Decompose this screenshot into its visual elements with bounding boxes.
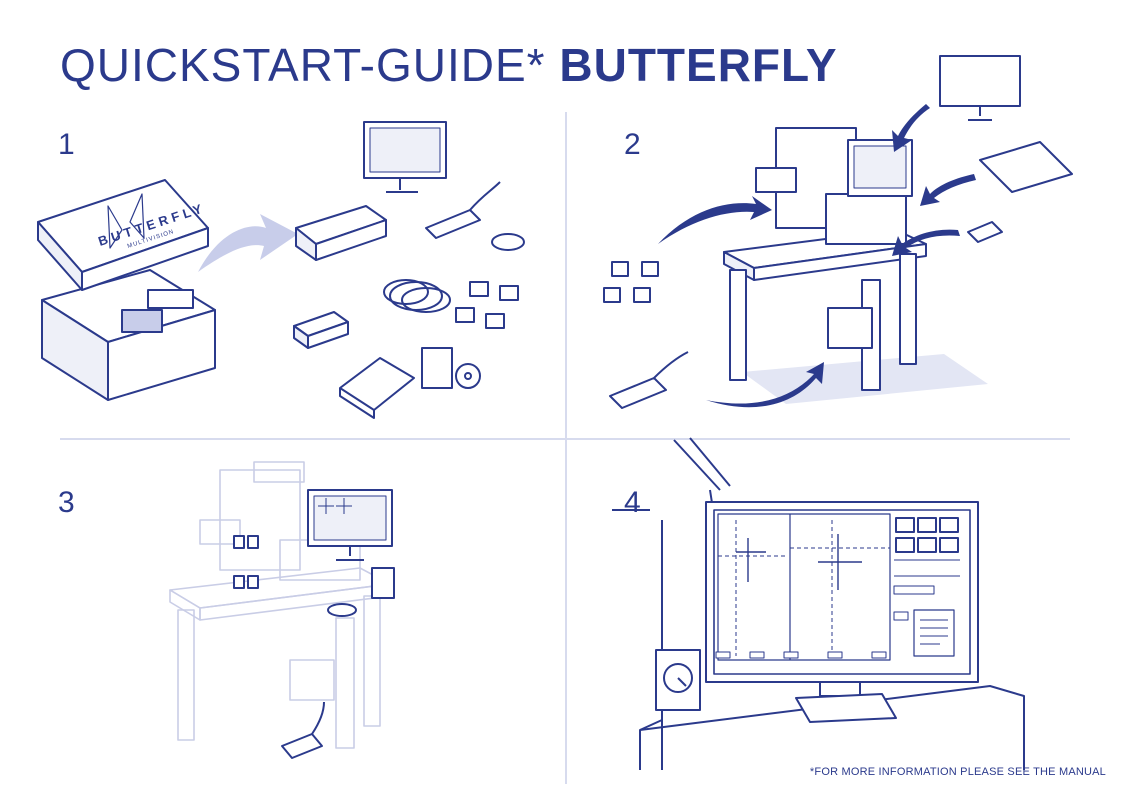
setup-illustration xyxy=(603,55,1073,409)
vertical-divider xyxy=(565,112,567,784)
title-prefix: QUICKSTART-GUIDE* xyxy=(60,39,546,91)
screen-illustration xyxy=(612,437,1025,770)
title-product: BUTTERFLY xyxy=(559,39,838,91)
panel-connected xyxy=(160,450,410,780)
step-number-3: 3 xyxy=(58,486,75,519)
footnote: *FOR MORE INFORMATION PLEASE SEE THE MAN… xyxy=(809,766,1106,778)
horizontal-divider xyxy=(60,438,1070,440)
connected-illustration xyxy=(169,461,395,759)
step-number-1: 1 xyxy=(58,128,75,161)
panel-unboxing: BUTTERFLY MULTIVISION xyxy=(30,110,560,430)
page-title: QUICKSTART-GUIDE* BUTTERFLY xyxy=(60,38,838,92)
panel-screen xyxy=(610,430,1080,780)
panel-setup xyxy=(596,44,1086,434)
unboxing-illustration: BUTTERFLY MULTIVISION xyxy=(37,121,525,419)
step-number-2: 2 xyxy=(624,128,641,161)
